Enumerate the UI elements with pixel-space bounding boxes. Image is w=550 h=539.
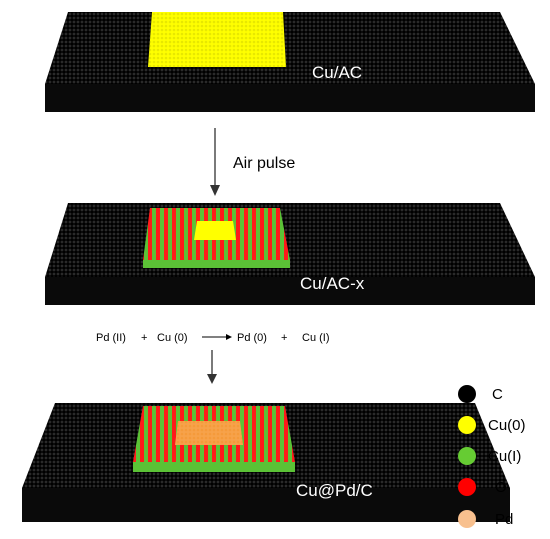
galvanic-reaction: Pd (II) + Cu (0) Pd (0) + Cu (I): [96, 332, 330, 344]
legend-label: Cu(0): [488, 417, 526, 434]
reactant-pd-ii: Pd (II): [96, 332, 126, 344]
legend-item-pd: Pd: [458, 510, 513, 528]
carbon-support-slab: [45, 203, 535, 305]
process-arrow-exchange: [207, 350, 217, 384]
legend-label: O: [495, 479, 507, 496]
cu0-particle: [148, 12, 286, 67]
product-pd-0: Pd (0): [237, 332, 267, 344]
pd-core: [175, 421, 243, 445]
legend-swatch: [458, 510, 476, 528]
product-cu-i: Cu (I): [302, 332, 330, 344]
reactant-cu-0: Cu (0): [157, 332, 188, 344]
legend-label: C: [492, 386, 503, 403]
legend-item-o: O: [458, 478, 507, 496]
stage-label-cu-ac-x: Cu/AC-x: [300, 274, 365, 293]
legend-swatch: [458, 478, 476, 496]
legend-item-cu1: Cu(I): [458, 447, 521, 465]
stage-label-cu-ac: Cu/AC: [312, 63, 362, 82]
cu0-core: [194, 221, 236, 240]
legend-item-cu0: Cu(0): [458, 416, 526, 434]
stage-cu-pd-c: Cu@Pd/C: [22, 403, 510, 522]
stage-cu-ac: Cu/AC: [45, 12, 535, 112]
legend-item-c: C: [458, 385, 503, 403]
carbon-support-slab: [45, 12, 535, 112]
reaction-arrow: [202, 334, 232, 340]
legend-label: Cu(I): [488, 448, 521, 465]
stage-label-cu-pd-c: Cu@Pd/C: [296, 481, 373, 500]
stage-cu-ac-x: Cu/AC-x: [45, 203, 535, 305]
legend-label: Pd: [495, 511, 513, 528]
air-pulse-label: Air pulse: [233, 155, 295, 172]
plus-sign: +: [281, 332, 287, 344]
legend-swatch: [458, 385, 476, 403]
process-arrow-air: [210, 128, 220, 196]
legend-swatch: [458, 416, 476, 434]
legend: C Cu(0) Cu(I) O Pd: [458, 385, 526, 528]
legend-swatch: [458, 447, 476, 465]
plus-sign: +: [141, 332, 147, 344]
